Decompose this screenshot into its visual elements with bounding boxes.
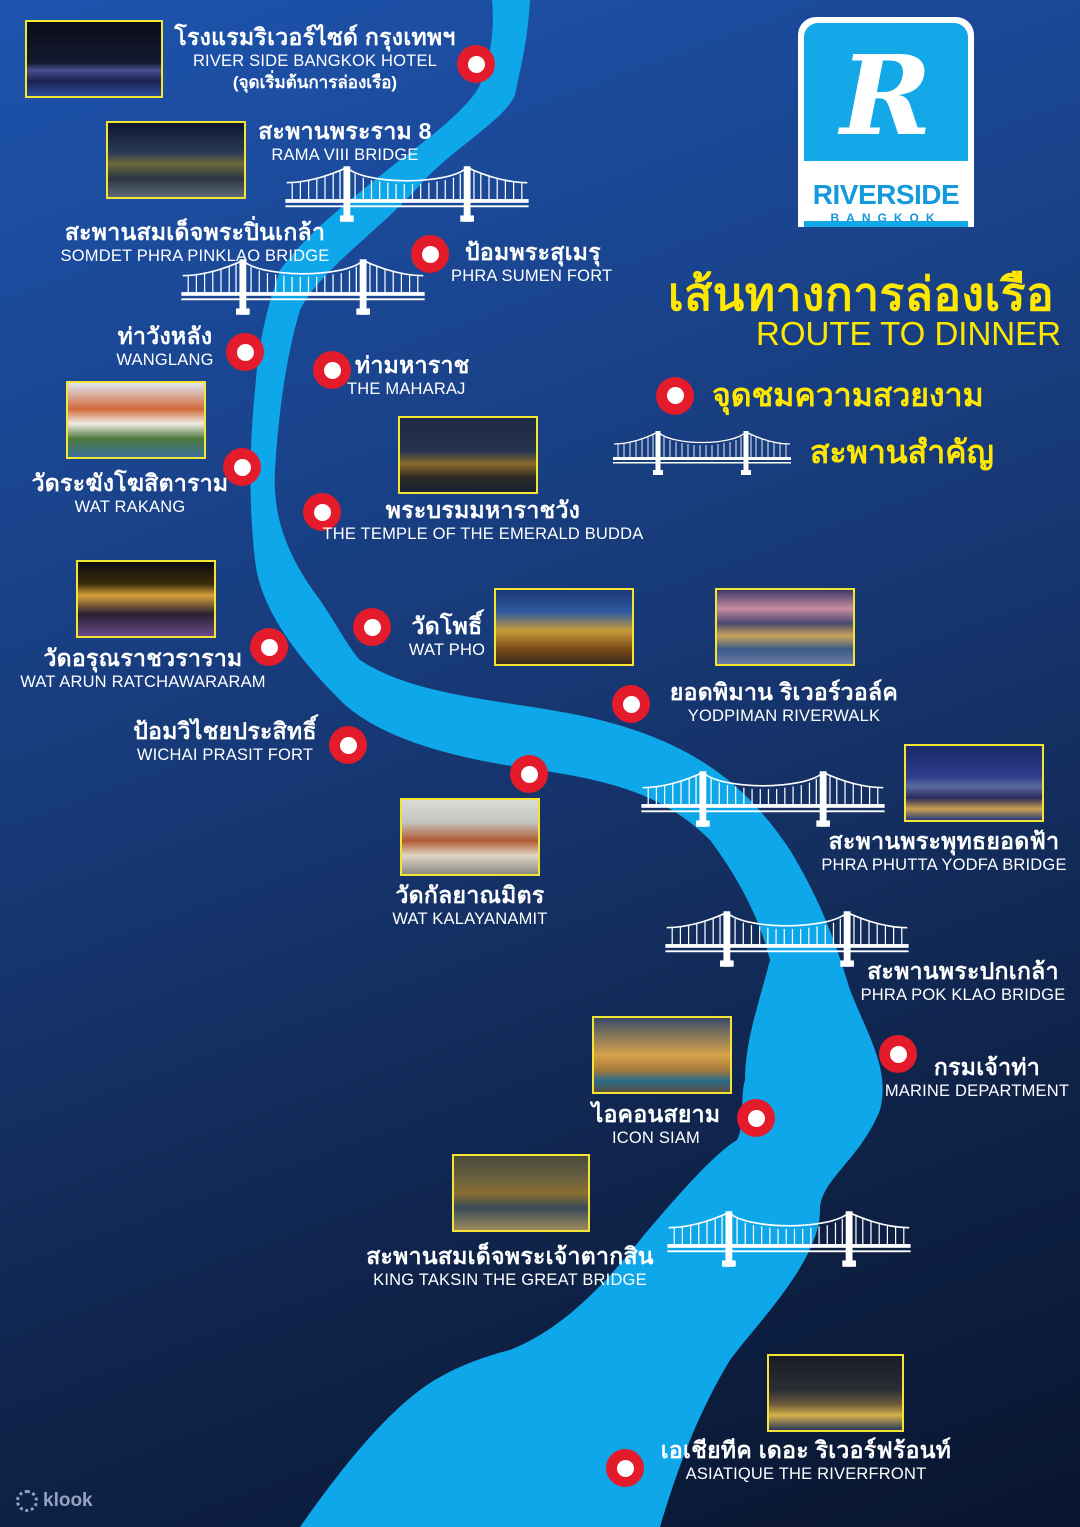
label-asiatique: เอเชียทีค เดอะ ริเวอร์ฟร้อนท์ ASIATIQUE … — [660, 1437, 952, 1483]
photo-wat-arun — [76, 560, 216, 638]
photo-asiatique — [767, 1354, 904, 1432]
photo-icon-siam — [592, 1016, 732, 1094]
legend-bridge-label: สะพานสำคัญ — [810, 434, 994, 470]
label-phutta-yodfa-bridge: สะพานพระพุทธยอดฟ้า PHRA PHUTTA YODFA BRI… — [821, 828, 1067, 874]
label-wanglang: ท่าวังหลัง WANGLANG — [116, 323, 214, 369]
klook-logo-icon — [16, 1490, 38, 1512]
label-pinklao-bridge: สะพานสมเด็จพระปิ่นเกล้า SOMDET PHRA PINK… — [60, 219, 330, 265]
photo-taksin — [452, 1154, 590, 1232]
photo-riverside-hotel — [25, 20, 163, 98]
label-icon-siam: ไอคอนสยาม ICON SIAM — [591, 1101, 721, 1147]
klook-watermark-text: klook — [43, 1490, 93, 1511]
route-title-english: ROUTE TO DINNER — [756, 315, 1061, 352]
label-yodpiman: ยอดพิมาน ริเวอร์วอล์ค YODPIMAN RIVERWALK — [669, 679, 899, 725]
label-riverside-hotel: โรงแรมริเวอร์ไซด์ กรุงเทพฯ RIVER SIDE BA… — [174, 24, 456, 92]
bridge-icon-phutta-yodfa — [640, 770, 886, 828]
label-rama-viii-bridge: สะพานพระราม 8 RAMA VIII BRIDGE — [258, 118, 432, 164]
logo-letter: R — [840, 31, 932, 160]
marker-wanglang[interactable] — [226, 333, 264, 371]
marker-grand-palace[interactable] — [303, 493, 341, 531]
marker-wat-arun[interactable] — [250, 628, 288, 666]
photo-yodpiman — [715, 588, 855, 666]
legend-bridge-icon — [612, 430, 792, 476]
legend-viewpoint: จุดชมความสวยงาม — [656, 370, 984, 421]
marker-wichai-prasit[interactable] — [329, 726, 367, 764]
label-wat-kalayanamit: วัดกัลยาณมิตร WAT KALAYANAMIT — [392, 882, 548, 928]
legend-viewpoint-label: จุดชมความสวยงาม — [712, 377, 984, 413]
photo-rama-viii — [106, 121, 246, 199]
marker-asiatique[interactable] — [606, 1449, 644, 1487]
marker-wat-rakang[interactable] — [223, 448, 261, 486]
photo-wat-rakang — [66, 381, 206, 459]
marker-marine-department[interactable] — [879, 1035, 917, 1073]
klook-watermark: klook — [16, 1490, 93, 1512]
photo-grand-palace — [398, 416, 538, 494]
label-wat-arun: วัดอรุณราชวราราม WAT ARUN RATCHAWARARAM — [20, 645, 266, 691]
label-wat-rakang: วัดระฆังโฆสิตาราม WAT RAKANG — [31, 470, 229, 516]
logo-city: BANGKOK — [830, 211, 942, 225]
riverside-bangkok-logo: R RIVERSIDE BANGKOK — [798, 17, 974, 227]
label-grand-palace: พระบรมมหาราชวัง THE TEMPLE OF THE EMERAL… — [322, 497, 644, 543]
marker-riverside-hotel[interactable] — [457, 45, 495, 83]
viewpoint-marker-icon — [656, 376, 694, 415]
photo-phutta-yodfa — [904, 744, 1044, 822]
label-maharaj: ท่ามหาราช THE MAHARAJ — [347, 352, 470, 398]
logo-wave — [804, 161, 968, 221]
bridge-icon-rama-viii — [284, 165, 530, 223]
marker-wat-kalayanamit[interactable] — [510, 755, 548, 793]
label-phra-sumen-fort: ป้อมพระสุเมรุ PHRA SUMEN FORT — [451, 239, 613, 285]
label-taksin-bridge: สะพานสมเด็จพระเจ้าตากสิน KING TAKSIN THE… — [366, 1243, 654, 1289]
label-pok-klao-bridge: สะพานพระปกเกล้า PHRA POK KLAO BRIDGE — [860, 958, 1066, 1004]
marker-phra-sumen-fort[interactable] — [411, 235, 449, 273]
marker-yodpiman[interactable] — [612, 685, 650, 723]
label-wichai-prasit: ป้อมวิไชยประสิทธิ์ WICHAI PRASIT FORT — [133, 718, 317, 764]
marker-wat-pho[interactable] — [353, 608, 391, 646]
marker-maharaj[interactable] — [313, 351, 351, 389]
photo-wat-kalayanamit — [400, 798, 540, 876]
photo-wat-pho — [494, 588, 634, 666]
label-wat-pho: วัดโพธิ์ WAT PHO — [408, 613, 486, 659]
logo-name: RIVERSIDE — [812, 179, 960, 210]
label-marine-department: กรมเจ้าท่า MARINE DEPARTMENT — [884, 1054, 1070, 1100]
marker-icon-siam[interactable] — [737, 1099, 775, 1137]
route-title-thai: เส้นทางการล่องเรือ — [668, 268, 1055, 320]
bridge-icon-taksin — [666, 1210, 912, 1268]
